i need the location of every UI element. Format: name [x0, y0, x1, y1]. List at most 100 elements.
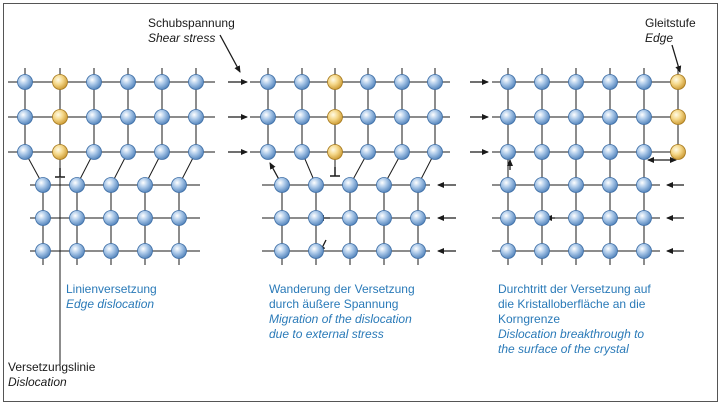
- panel3-caption-en2: the surface of the crystal: [498, 342, 629, 356]
- lattice-atom: [636, 144, 652, 160]
- lattice-atom: [376, 177, 392, 193]
- lattice-atom: [35, 243, 51, 259]
- panel2-caption-en2: due to external stress: [269, 327, 384, 341]
- lattice-atom: [120, 74, 136, 90]
- lattice-atom: [137, 243, 153, 259]
- lattice-atom: [86, 109, 102, 125]
- dislocation-line-label: Versetzungslinie Dislocation: [8, 360, 95, 390]
- lattice-atom: [69, 177, 85, 193]
- lattice-atom: [294, 144, 310, 160]
- lattice-atom: [188, 74, 204, 90]
- lattice-atom: [568, 243, 584, 259]
- lattice-atom: [86, 144, 102, 160]
- lattice-atom: [171, 243, 187, 259]
- shear-stress-de: Schubspannung: [148, 16, 235, 30]
- lattice-atom: [636, 74, 652, 90]
- lattice-atom: [602, 243, 618, 259]
- lattice-atom: [500, 144, 516, 160]
- shear-stress-en: Shear stress: [148, 31, 216, 45]
- lattice-atom: [308, 243, 324, 259]
- lattice-atom: [154, 109, 170, 125]
- lattice-atom: [394, 109, 410, 125]
- lattice-atom: [376, 210, 392, 226]
- lattice-atom: [360, 74, 376, 90]
- displaced-atom: [327, 109, 343, 125]
- lattice-atom: [427, 109, 443, 125]
- lattice-atom: [260, 74, 276, 90]
- lattice-atom: [500, 243, 516, 259]
- lattice-atom: [294, 74, 310, 90]
- lattice-atom: [103, 177, 119, 193]
- lattice-atom: [534, 74, 550, 90]
- dislocation-line-de: Versetzungslinie: [8, 360, 96, 374]
- lattice-atom: [360, 109, 376, 125]
- panel3-caption: Durchtritt der Versetzung auf die Krista…: [498, 282, 651, 357]
- lattice-atom: [17, 74, 33, 90]
- lattice-atom: [500, 177, 516, 193]
- lattice-atom: [500, 74, 516, 90]
- lattice-atom: [17, 109, 33, 125]
- lattice-atom: [602, 144, 618, 160]
- displaced-atom: [52, 109, 68, 125]
- lattice-atom: [568, 210, 584, 226]
- lattice-atom: [154, 144, 170, 160]
- shear-stress-pointer: [219, 34, 241, 73]
- lattice-atom: [602, 109, 618, 125]
- lattice-atom: [427, 144, 443, 160]
- panel2-caption-de2: durch äußere Spannung: [269, 297, 399, 311]
- lattice-atom: [534, 243, 550, 259]
- displaced-atom: [52, 74, 68, 90]
- panel3-caption-en1: Dislocation breakthrough to: [498, 327, 645, 341]
- lattice-atom: [69, 243, 85, 259]
- lattice-atom: [154, 74, 170, 90]
- displaced-atom: [327, 144, 343, 160]
- slip-step-de: Gleitstufe: [645, 16, 696, 30]
- lattice-atom: [103, 210, 119, 226]
- displaced-atom: [52, 144, 68, 160]
- lattice-atom: [568, 109, 584, 125]
- lattice-atom: [308, 177, 324, 193]
- lattice-atom: [260, 144, 276, 160]
- lattice-atom: [410, 177, 426, 193]
- lattice-atom: [17, 144, 33, 160]
- lattice-atom: [500, 109, 516, 125]
- panel2-caption: Wanderung der Versetzung durch äußere Sp…: [269, 282, 415, 342]
- lattice-atom: [188, 109, 204, 125]
- dislocation-line-en: Dislocation: [8, 375, 67, 389]
- lattice-atom: [171, 177, 187, 193]
- lattice-atom: [376, 243, 392, 259]
- lattice-atom: [69, 210, 85, 226]
- diagram-frame: [3, 3, 718, 402]
- lattice-atom: [534, 144, 550, 160]
- displaced-atom: [670, 144, 686, 160]
- slip-step-label: Gleitstufe Edge: [645, 16, 696, 46]
- panel3-caption-de2: die Kristalloberfläche an die: [498, 297, 646, 311]
- lattice-atom: [534, 210, 550, 226]
- lattice-atom: [394, 74, 410, 90]
- lattice-atom: [260, 109, 276, 125]
- displaced-atom: [670, 109, 686, 125]
- lattice-atom: [103, 243, 119, 259]
- lattice-atom: [342, 243, 358, 259]
- lattice-atom: [427, 74, 443, 90]
- panel2-caption-de1: Wanderung der Versetzung: [269, 282, 415, 296]
- panel1-caption-en: Edge dislocation: [66, 297, 155, 311]
- lattice-atom: [534, 109, 550, 125]
- lattice-atom: [602, 74, 618, 90]
- lattice-atom: [360, 144, 376, 160]
- slip-step-pointer: [671, 44, 682, 73]
- lattice-atom: [120, 109, 136, 125]
- lattice-atom: [171, 210, 187, 226]
- lattice-atom: [274, 210, 290, 226]
- lattice-atom: [188, 144, 204, 160]
- lattice-atom: [137, 177, 153, 193]
- lattice-atom: [568, 177, 584, 193]
- displaced-atom: [327, 74, 343, 90]
- panel3-caption-de1: Durchtritt der Versetzung auf: [498, 282, 651, 296]
- lattice-atom: [568, 74, 584, 90]
- lattice-atom: [636, 177, 652, 193]
- panel3-caption-de3: Korngrenze: [498, 312, 561, 326]
- panel1-caption: Linienversetzung Edge dislocation: [66, 282, 157, 312]
- lattice-atom: [410, 210, 426, 226]
